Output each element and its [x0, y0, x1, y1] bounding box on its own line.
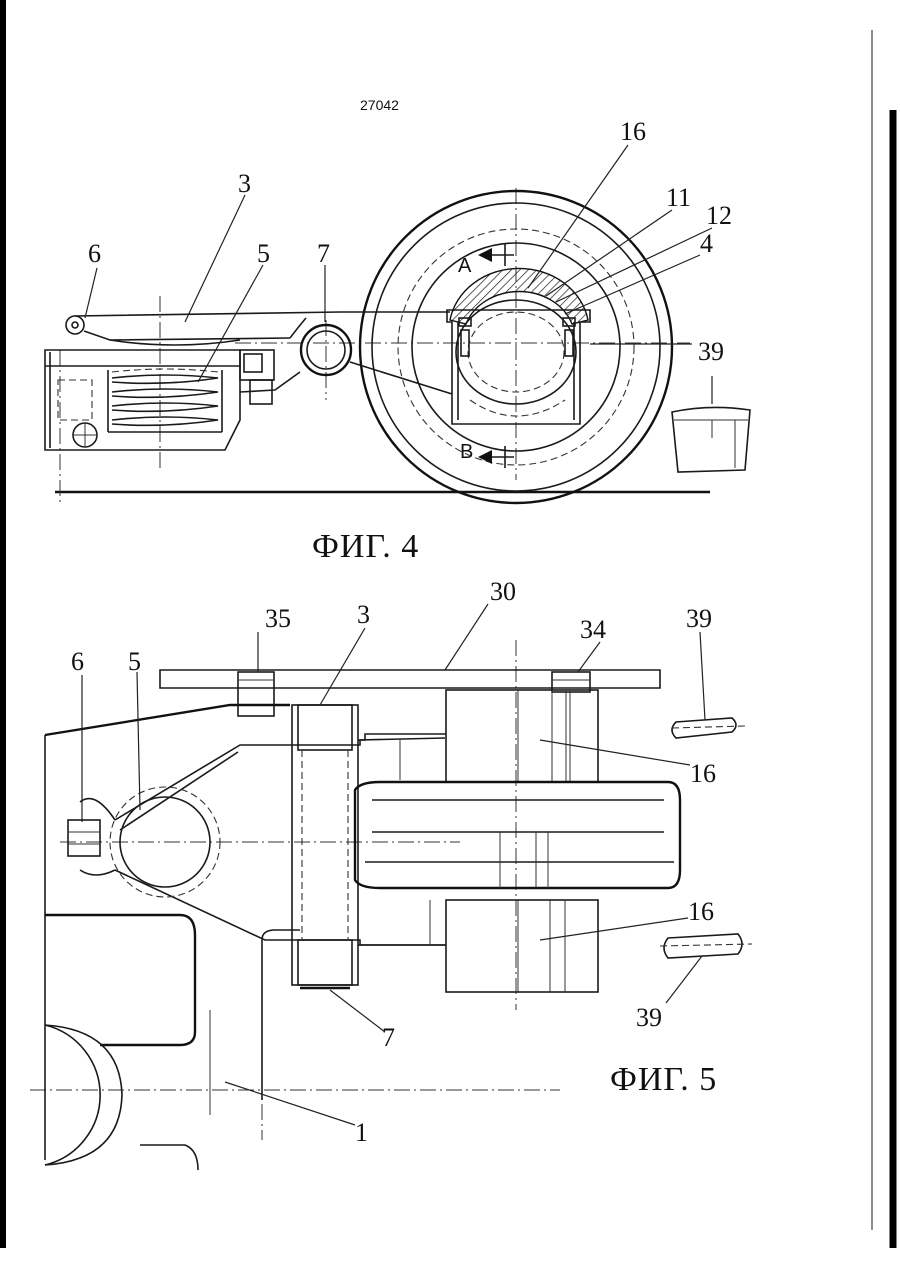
fig5-caption: ФИГ. 5	[610, 1061, 717, 1098]
figure-4	[45, 145, 750, 505]
fig4-label-3: 3	[238, 169, 251, 198]
fig5-label-1: 1	[355, 1118, 368, 1147]
scan-borders	[3, 0, 893, 1248]
fig5-label-5: 5	[128, 647, 141, 676]
fig5-label-35: 35	[265, 604, 291, 633]
fig5-label-7: 7	[382, 1023, 395, 1052]
fig5-label-16-top: 16	[690, 759, 716, 788]
fig4-label-7: 7	[317, 239, 330, 268]
page-number: 27042	[360, 97, 399, 113]
fig4-label-6: 6	[88, 239, 101, 268]
fig5-label-6: 6	[71, 647, 84, 676]
fig4-label-12: 12	[706, 201, 732, 230]
fig4-label-11: 11	[666, 183, 691, 212]
fig5-label-39-bottom: 39	[636, 1003, 662, 1032]
fig5-label-3: 3	[357, 600, 370, 629]
fig5-label-16-bottom: 16	[688, 897, 714, 926]
fig5-label-39-top: 39	[686, 604, 712, 633]
fig4-section-mark-b: B	[460, 441, 473, 463]
fig4-label-16: 16	[620, 117, 646, 146]
fig4-label-5: 5	[257, 239, 270, 268]
fig4-section-mark-a: A	[458, 255, 472, 277]
fig5-label-34: 34	[580, 615, 606, 644]
fig5-label-30: 30	[490, 577, 516, 606]
fig4-label-39: 39	[698, 337, 724, 366]
fig4-label-4: 4	[700, 229, 713, 258]
fig4-caption: ФИГ. 4	[312, 528, 419, 565]
